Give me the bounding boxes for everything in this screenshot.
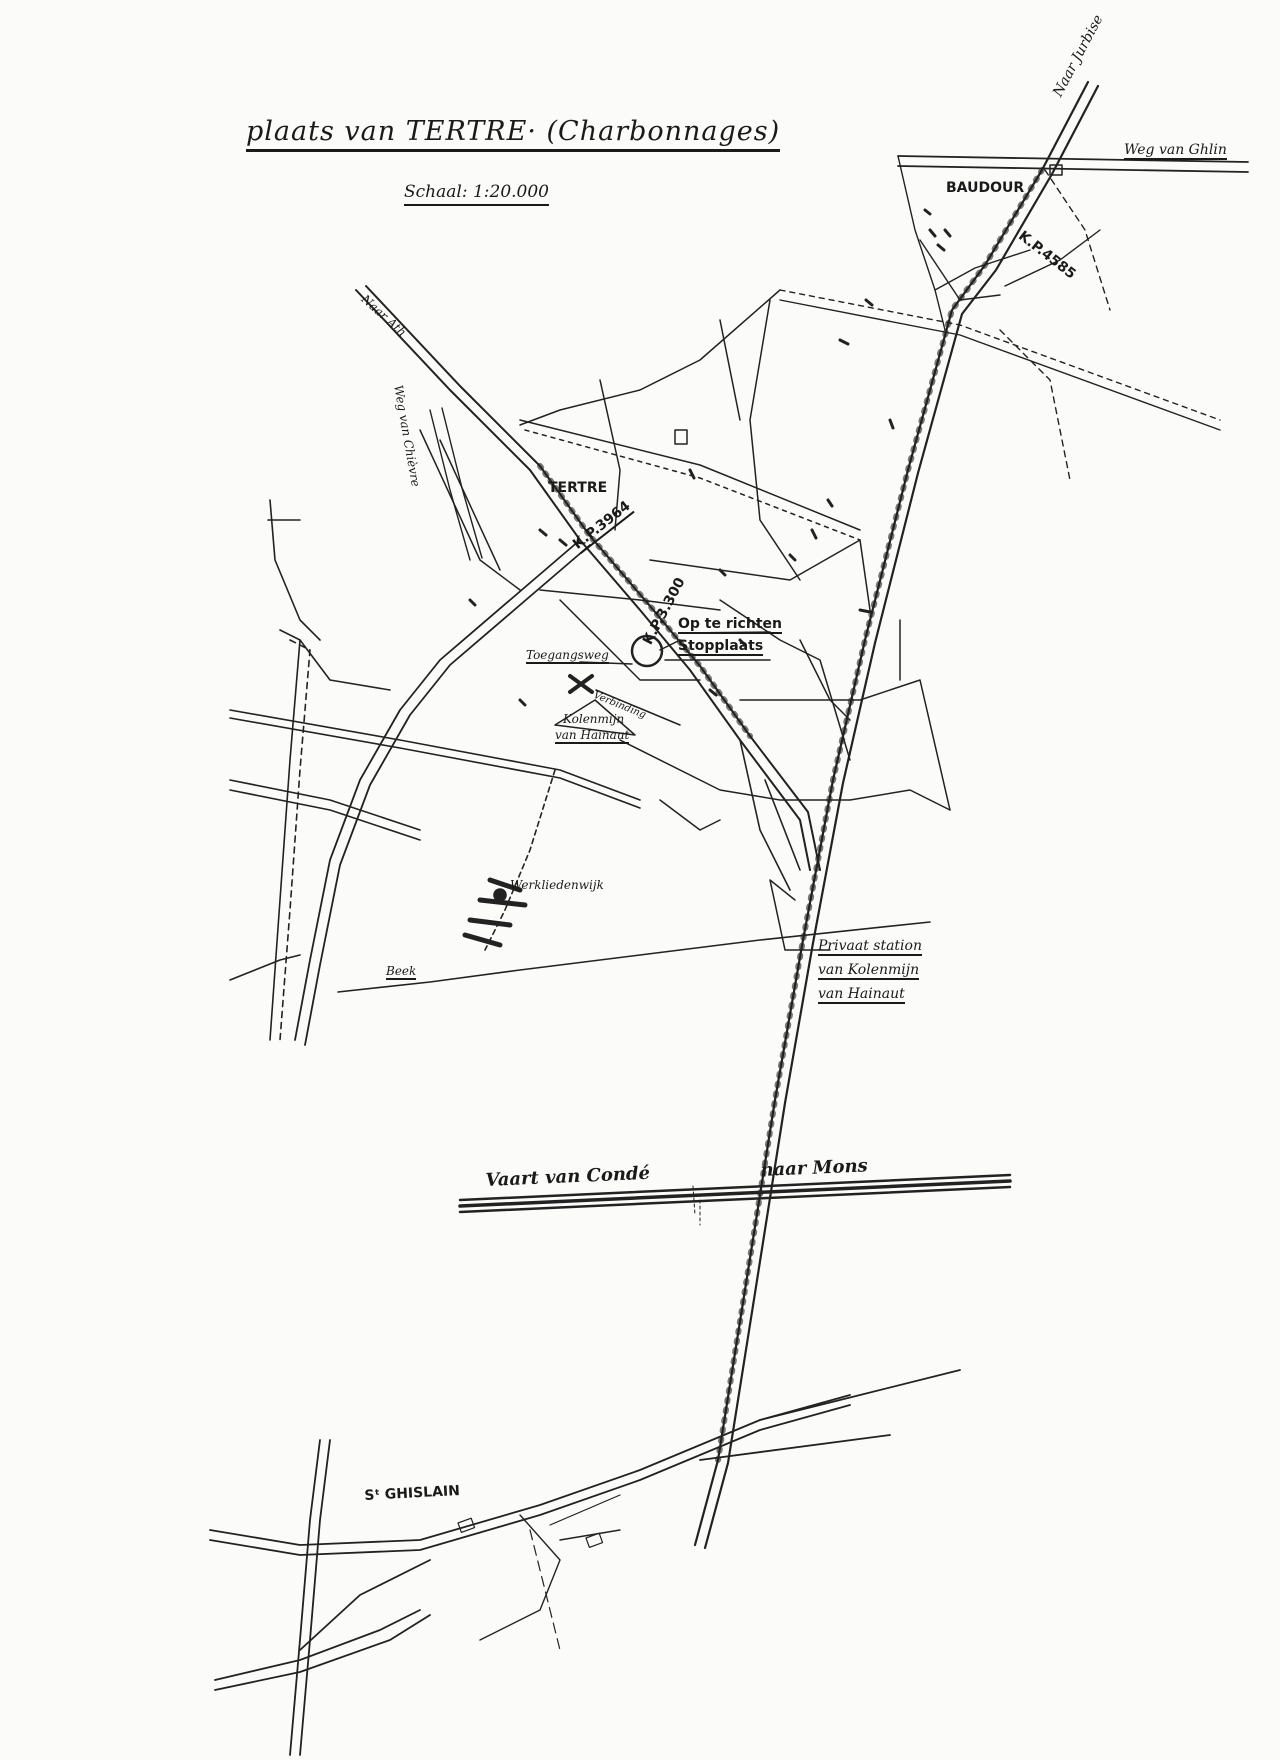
building-marks bbox=[468, 164, 1063, 707]
road-weg-van-chievre bbox=[429, 407, 483, 561]
road-network bbox=[419, 289, 951, 831]
label-beek: Beek bbox=[386, 964, 417, 980]
mine-cross-marker bbox=[568, 674, 594, 694]
map-scale: Schaal: 1:20.000 bbox=[404, 182, 549, 206]
stop-location-circle bbox=[630, 634, 664, 668]
canal-conde-mons bbox=[458, 1173, 1012, 1226]
label-weg-van-ghlin: Weg van Ghlin bbox=[1124, 142, 1227, 160]
label-werkliedenwijk: Werkliedenwijk bbox=[510, 878, 604, 892]
label-stopplaats: Stopplaats bbox=[678, 638, 764, 656]
label-kolenmijn-1: Kolenmijn bbox=[563, 712, 625, 726]
label-tertre: TERTRE bbox=[548, 480, 608, 496]
werkliedenwijk-settlement bbox=[462, 769, 556, 951]
mine-siding bbox=[739, 739, 801, 891]
label-van-hainaut-2: van Hainaut bbox=[818, 986, 905, 1004]
st-ghislain-junction bbox=[209, 1369, 961, 1756]
label-baudour: BAUDOUR bbox=[946, 180, 1025, 196]
main-railway bbox=[693, 80, 1100, 1550]
road-weg-van-ghlin bbox=[897, 155, 1249, 173]
label-toegangsweg: Toegangsweg bbox=[526, 648, 609, 664]
label-van-hainaut-1: van Hainaut bbox=[555, 728, 630, 744]
map-title: plaats van TERTRE· (Charbonnages) bbox=[246, 116, 781, 152]
label-van-kolenmijn: van Kolenmijn bbox=[818, 962, 920, 980]
western-road bbox=[294, 539, 591, 1046]
mine-triangle-marker bbox=[554, 699, 636, 736]
west-roads bbox=[229, 499, 641, 1041]
ath-railway bbox=[355, 285, 821, 871]
baudour-area bbox=[779, 155, 1221, 481]
label-op-te-richten: Op te richten bbox=[678, 616, 782, 634]
stream-beek bbox=[337, 921, 931, 993]
label-privaat-station: Privaat station bbox=[818, 938, 922, 956]
